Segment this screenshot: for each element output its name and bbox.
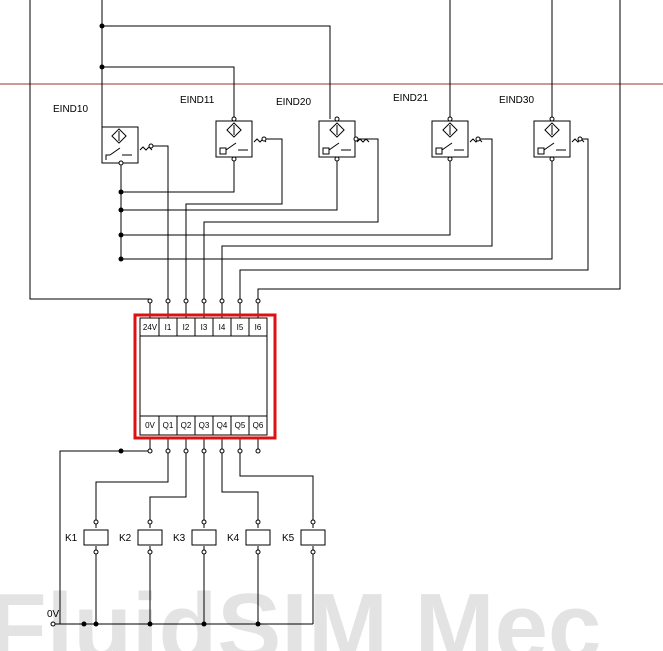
terminal-label-24v: 24V: [143, 323, 158, 332]
terminal-label-0v: 0V: [145, 421, 155, 430]
terminal-label-q6: Q6: [253, 421, 264, 430]
proximity-sensor-icon: [105, 128, 153, 160]
sensor-eind10[interactable]: EIND10: [53, 104, 154, 166]
sensor-label: EIND20: [276, 97, 311, 108]
sensor-label: EIND10: [53, 104, 88, 115]
output-terminals: 0V Q1 Q2 Q3 Q4 Q5 Q6: [145, 416, 264, 435]
relay-coil-icon: [300, 529, 326, 546]
sensor-eind20[interactable]: EIND20: [276, 97, 370, 162]
terminal-label-q1: Q1: [163, 421, 174, 430]
relay-label: K1: [65, 533, 78, 544]
terminal-label-i5: I5: [237, 323, 244, 332]
supply-label: 0V: [47, 609, 60, 620]
terminal-label-q3: Q3: [199, 421, 210, 430]
relay-coil-icon: [245, 529, 271, 546]
sensor-eind21[interactable]: EIND21: [393, 93, 483, 162]
sensor-label: EIND30: [499, 95, 534, 106]
controller-module[interactable]: 24V I1 I2 I3 I4 I5 I6 0V Q1 Q2 Q3 Q4 Q5 …: [133, 298, 277, 454]
terminal-label-i2: I2: [183, 323, 190, 332]
relay-label: K4: [227, 533, 240, 544]
proximity-sensor-icon: [537, 122, 585, 155]
relay-k1[interactable]: K1: [65, 519, 109, 555]
terminal-label-i6: I6: [255, 323, 262, 332]
terminal-label-i4: I4: [219, 323, 226, 332]
watermark-text: FluidSIM Mec: [0, 574, 601, 651]
relay-k2[interactable]: K2: [119, 519, 163, 555]
relay-k4[interactable]: K4: [227, 519, 271, 555]
relay-coil-icon: [137, 529, 163, 546]
relay-k5[interactable]: K5: [282, 519, 326, 555]
relay-coil-icon: [191, 529, 217, 546]
supply-terminal-0v[interactable]: 0V: [47, 609, 60, 627]
terminal-label-q5: Q5: [235, 421, 246, 430]
input-terminals: 24V I1 I2 I3 I4 I5 I6: [143, 318, 262, 336]
proximity-sensor-icon: [435, 122, 483, 155]
sensor-label: EIND11: [180, 95, 215, 106]
proximity-sensor-icon: [322, 122, 370, 155]
terminal-label-i1: I1: [165, 323, 172, 332]
relay-label: K3: [173, 533, 186, 544]
sensor-eind11[interactable]: EIND11: [180, 95, 267, 162]
sensor-label: EIND21: [393, 93, 428, 104]
wiring: [29, 0, 621, 625]
terminal-label-i3: I3: [201, 323, 208, 332]
junctions: [81, 23, 261, 627]
relay-coil-icon: [83, 529, 109, 546]
terminal-connectors: [147, 298, 261, 454]
relay-label: K5: [282, 533, 295, 544]
relay-k3[interactable]: K3: [173, 519, 217, 555]
sensor-eind30[interactable]: EIND30: [499, 95, 585, 162]
terminal-label-q2: Q2: [181, 421, 192, 430]
terminal-label-q4: Q4: [217, 421, 228, 430]
proximity-sensor-icon: [219, 122, 267, 155]
selection-frame: [133, 313, 277, 440]
relay-label: K2: [119, 533, 132, 544]
